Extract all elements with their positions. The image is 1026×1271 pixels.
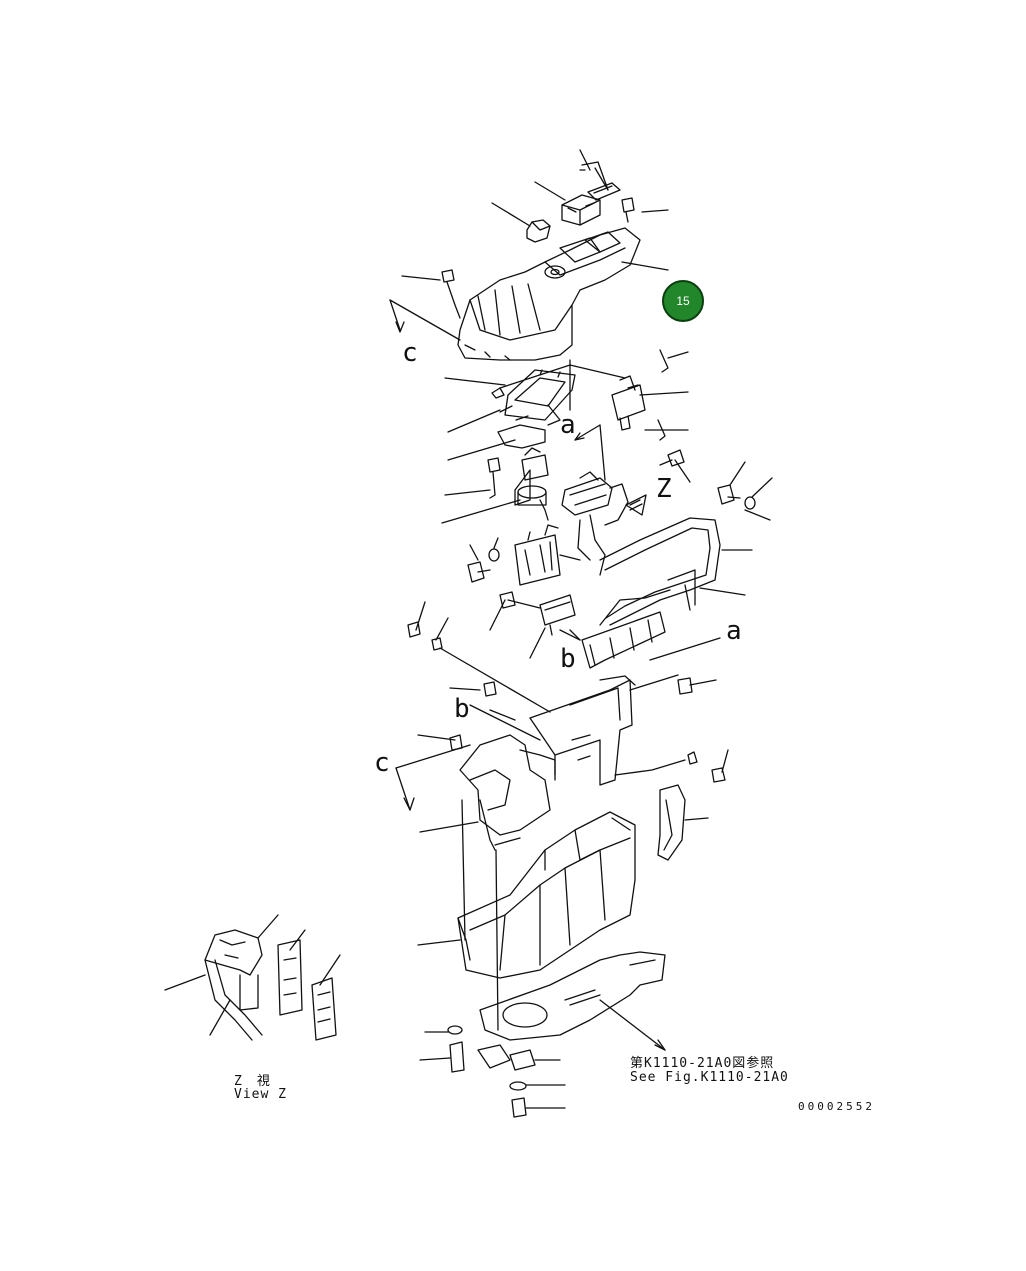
view-label-c-lower: c <box>374 748 390 778</box>
relay-right <box>611 375 646 431</box>
view-label-z: Z <box>656 474 672 504</box>
view-label-a-upper: a <box>560 410 576 440</box>
side-panel <box>657 784 686 861</box>
callout-badge-15[interactable]: 15 <box>662 280 704 322</box>
bolt-top <box>621 197 635 223</box>
main-housing <box>457 811 636 979</box>
view-label-a-right: a <box>726 616 742 646</box>
upper-console-cover <box>457 227 641 361</box>
knob <box>526 219 551 243</box>
lower-mechanism <box>459 734 556 851</box>
reference-note-jp: 第K1110-21A0図参照 <box>630 1056 775 1071</box>
top-switch-block <box>561 194 601 226</box>
view-label-b-lower: b <box>454 694 470 724</box>
relay-left-group <box>514 524 581 586</box>
connector-block <box>581 589 671 669</box>
center-connectors <box>561 471 629 576</box>
small-plate <box>587 182 621 201</box>
key-switch <box>514 447 549 521</box>
middle-bracket <box>529 675 636 786</box>
view-z-inset <box>204 929 337 1041</box>
view-label-c-upper: c <box>402 338 418 368</box>
drawing-number: 00002552 <box>798 1100 875 1113</box>
relay-lower <box>539 594 576 636</box>
harness-loop <box>599 517 721 626</box>
view-z-caption-jp: Z 視 <box>234 1074 271 1089</box>
reference-note-en: See Fig.K1110-21A0 <box>630 1070 789 1085</box>
bottom-plate <box>479 951 666 1041</box>
view-z-caption-en: View Z <box>234 1087 287 1102</box>
bolt-left <box>441 269 461 319</box>
view-label-b-middle: b <box>560 644 576 674</box>
